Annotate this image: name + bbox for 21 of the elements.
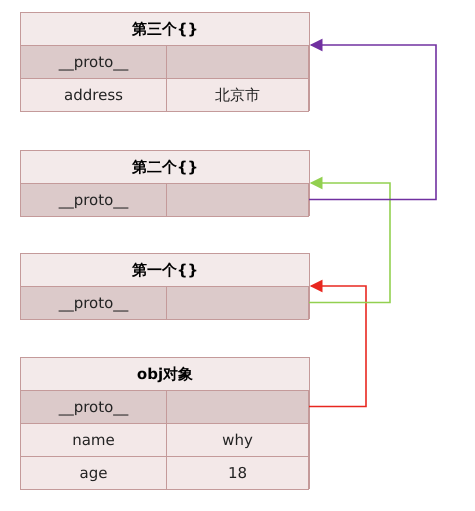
property-cell: __proto__ bbox=[20, 390, 167, 424]
object-table bbox=[20, 253, 310, 319]
object-table bbox=[20, 12, 310, 111]
property-cell: __proto__ bbox=[20, 45, 167, 79]
table-heading: 第三个{} bbox=[130, 19, 200, 40]
property-cell: __proto__ bbox=[20, 183, 167, 217]
value-cell: 北京市 bbox=[166, 78, 309, 112]
value-cell bbox=[166, 183, 309, 217]
value-cell: 18 bbox=[166, 456, 309, 490]
value-cell bbox=[166, 390, 309, 424]
property-cell: __proto__ bbox=[20, 286, 167, 320]
arrow bbox=[309, 176, 391, 304]
table-heading: obj对象 bbox=[136, 364, 194, 385]
table-heading: 第一个{} bbox=[130, 260, 200, 281]
arrow bbox=[309, 280, 367, 408]
value-cell bbox=[166, 286, 309, 320]
arrow bbox=[309, 38, 437, 200]
object-table bbox=[20, 150, 310, 216]
table-heading: 第二个{} bbox=[130, 157, 200, 178]
object-table bbox=[20, 357, 310, 489]
value-cell bbox=[166, 45, 309, 79]
